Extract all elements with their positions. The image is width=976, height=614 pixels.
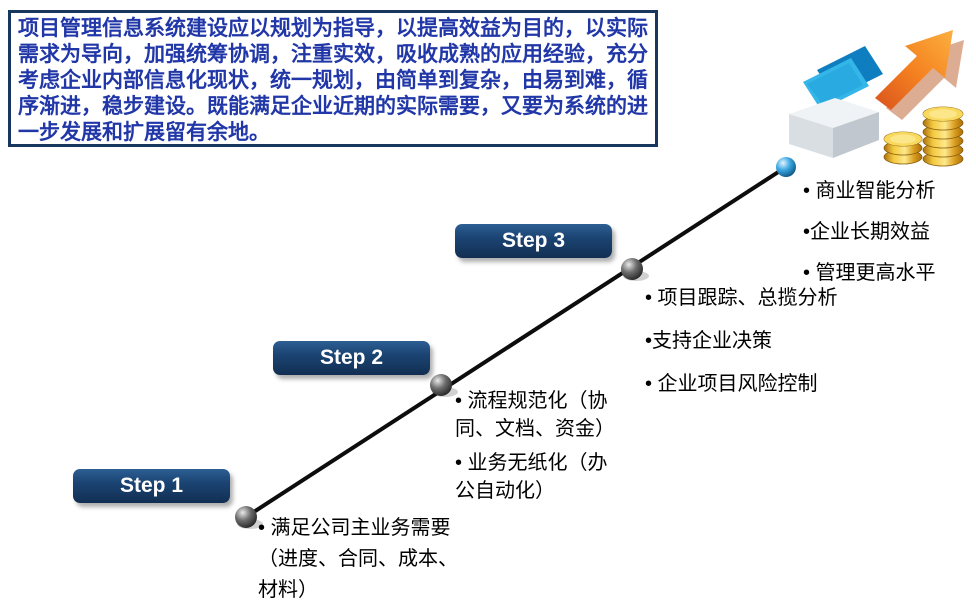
bullet-item: • 企业项目风险控制 [645, 373, 818, 395]
step1-node [235, 506, 257, 528]
step-1-badge: Step 1 [73, 469, 230, 503]
bullet-item: • 业务无纸化（办公自动化） [455, 452, 608, 502]
step3-node [621, 258, 643, 280]
bullet-item: •支持企业决策 [645, 330, 773, 352]
step-2-bullets: • 流程规范化（协同、文档、资金） • 业务无纸化（办公自动化） [455, 387, 623, 511]
bullet-item: •企业长期效益 [803, 221, 931, 243]
step2-node [430, 374, 452, 396]
goal-bullets: • 商业智能分析 •企业长期效益 • 管理更高水平 [803, 177, 976, 300]
box-side [833, 112, 879, 158]
bullet-item: • 商业智能分析 [803, 180, 936, 202]
intro-box: 项目管理信息系统建设应以规划为指导，以提高效益为目的，以实际需求为导向，加强统筹… [8, 10, 658, 147]
step-2-label: Step 2 [319, 346, 384, 369]
step-1-label: Step 1 [119, 474, 184, 497]
books-coins-arrow-icon [789, 30, 964, 167]
box-top [789, 98, 879, 128]
step-1-bullets: • 满足公司主业务需要（进度、合同、成本、材料） [258, 513, 470, 606]
book-cover [807, 63, 863, 105]
step-3-badge: Step 3 [455, 224, 612, 258]
box-front [789, 114, 833, 158]
up-arrow-icon [875, 30, 953, 110]
bullet-item: • 满足公司主业务需要（进度、合同、成本、材料） [258, 517, 458, 601]
coin-stack-short [883, 131, 923, 165]
bullet-item: • 管理更高水平 [803, 262, 936, 284]
step-3-bullets: • 项目跟踪、总揽分析 •支持企业决策 • 企业项目风险控制 [645, 284, 893, 413]
bullet-item: • 流程规范化（协同、文档、资金） [455, 390, 615, 440]
step-3-label: Step 3 [501, 229, 566, 252]
coin-stack-tall [922, 106, 964, 167]
growth-clipart-icon [783, 16, 975, 168]
step-2-badge: Step 2 [273, 341, 430, 375]
bullet-item: • 项目跟踪、总揽分析 [645, 287, 838, 309]
intro-text: 项目管理信息系统建设应以规划为指导，以提高效益为目的，以实际需求为导向，加强统筹… [18, 17, 648, 144]
node-shadow [623, 271, 649, 281]
